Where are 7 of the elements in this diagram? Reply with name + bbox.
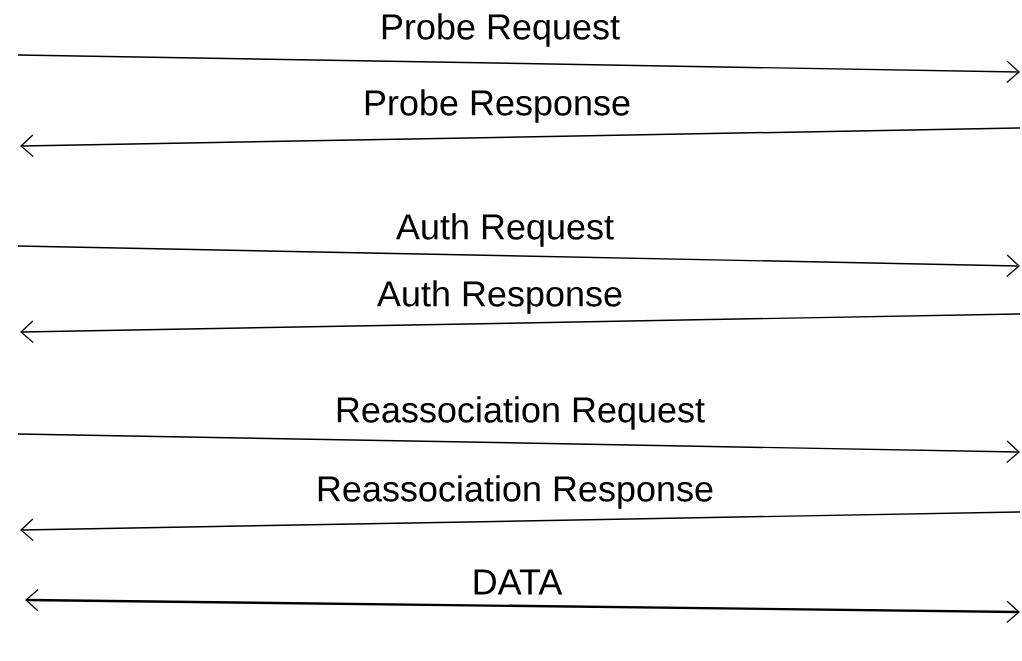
message-label: Reassociation Response xyxy=(314,473,716,511)
message-label: Reassociation Request xyxy=(333,394,707,432)
message-label: Probe Request xyxy=(378,11,622,49)
message-label: Probe Response xyxy=(361,87,633,125)
message-label: DATA xyxy=(470,568,564,596)
message-label: Auth Response xyxy=(375,278,625,316)
message-label: Auth Request xyxy=(394,211,616,249)
